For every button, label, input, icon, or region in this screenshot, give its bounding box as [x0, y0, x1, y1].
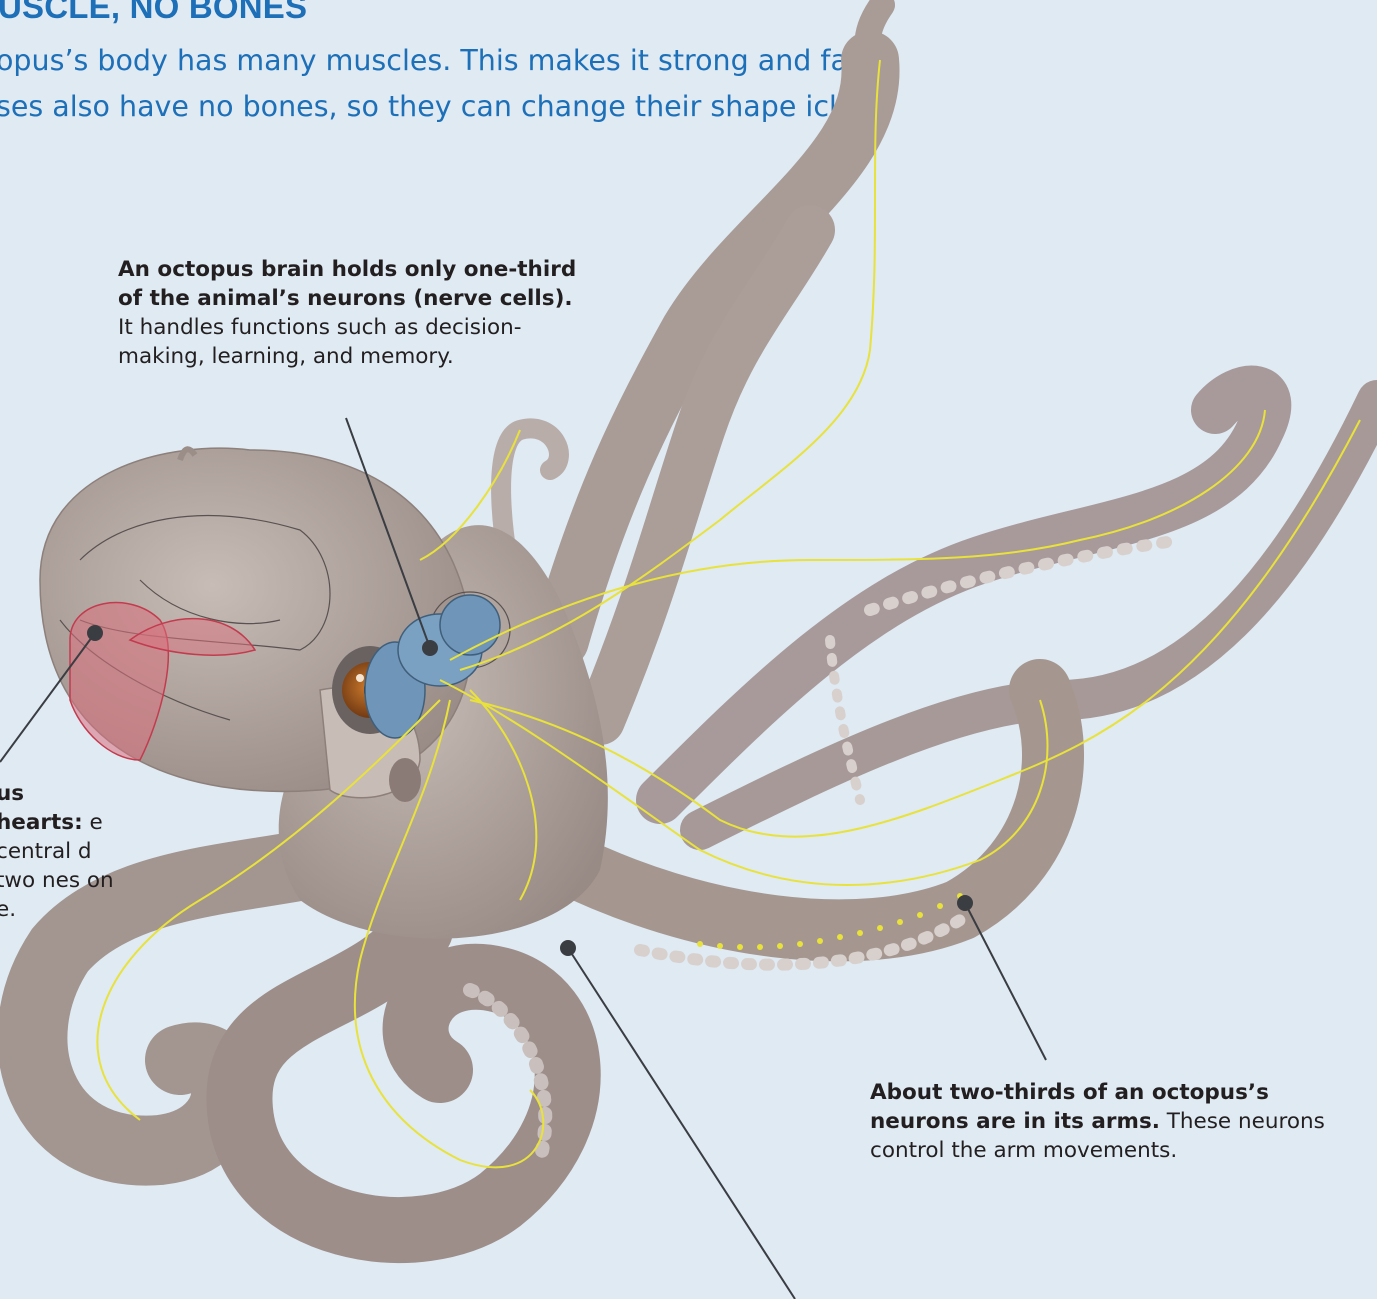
hearts-caption-bold: us hearts: [0, 781, 83, 835]
brain-caption-bold: An octopus brain holds only one-third of… [118, 257, 576, 311]
arm-bottom-loop [239, 930, 567, 1230]
arm-right-curl [660, 390, 1267, 800]
hearts-caption: us hearts: e central d two nes on e. [0, 779, 116, 924]
brain-caption-text: It handles functions such as decision-ma… [118, 315, 521, 369]
arms-caption: About two-thirds of an octopus’s neurons… [870, 1078, 1370, 1165]
brain-caption: An octopus brain holds only one-third of… [118, 255, 578, 371]
